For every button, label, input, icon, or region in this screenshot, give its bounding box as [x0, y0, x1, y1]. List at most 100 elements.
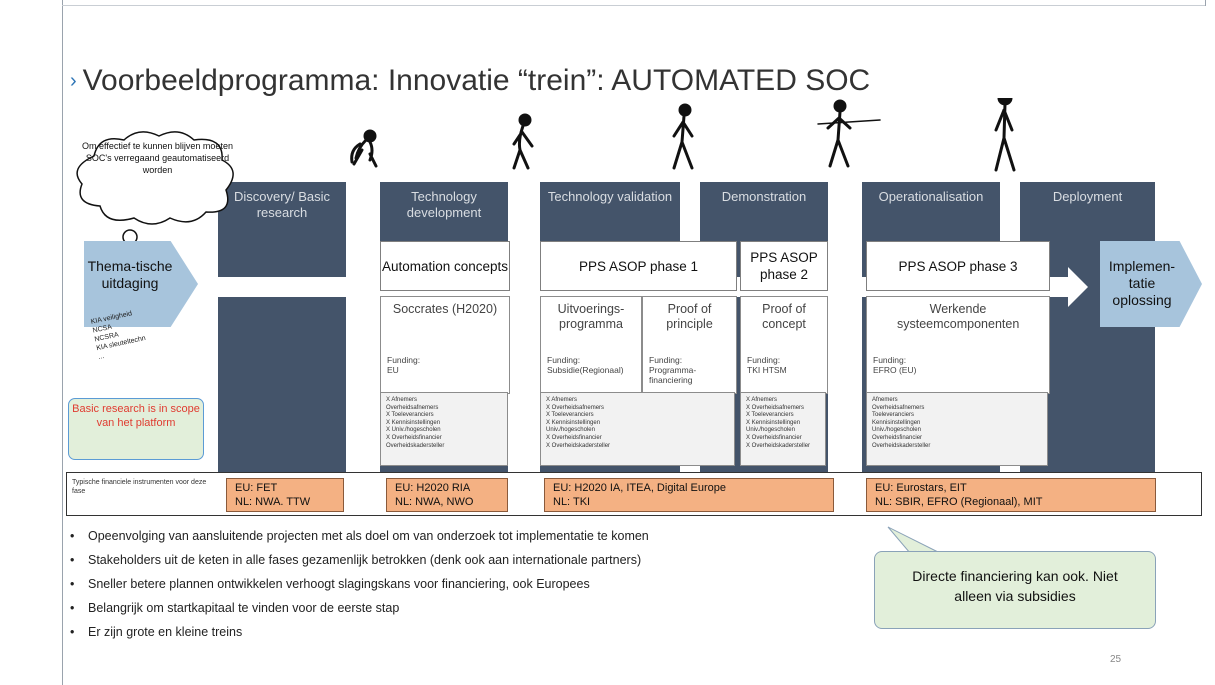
header-phase1: PPS ASOP phase 1	[540, 241, 737, 291]
bullet-item: Stakeholders uit de keten in alle fases …	[70, 551, 649, 575]
stakeholder-item: X Afnemers	[546, 397, 578, 403]
instrument-line: NL: TKI	[553, 496, 591, 508]
stage-discovery-label: Discovery/ Basic research	[233, 189, 331, 220]
stakeholder-item: X Overheidsafnemers	[546, 404, 605, 411]
header-automation-text: Automation concepts	[381, 258, 509, 274]
project-funding: Funding: EFRO (EU)	[873, 355, 917, 375]
stakeholder-item: Univ./hogescholen	[546, 427, 595, 434]
stage-oper-label: Operationalisation	[878, 189, 984, 204]
stakeholder-item: X Overheidskadersteller	[746, 442, 811, 449]
instrument-line: NL: SBIR, EFRO (Regionaal), MIT	[875, 496, 1043, 508]
bullet-item: Belangrijk om startkapitaal te vinden vo…	[70, 599, 649, 623]
spear-human-figure-icon	[817, 99, 881, 168]
implementation-label: Implemen-tatie oplossing	[1108, 258, 1176, 308]
project-title: Soccrates (H2020)	[392, 302, 498, 316]
instruments-label: Typische financiele instrumenten voor de…	[72, 479, 207, 495]
stakeholder-item: X Overheidsfinancier	[386, 434, 442, 441]
stakeholders-phase3: Afnemers Overheidsafnemers Toeleverancie…	[866, 392, 1048, 466]
stage-discovery-lower	[218, 297, 346, 472]
basic-research-note: Basic research is in scope van het platf…	[68, 398, 204, 460]
stakeholders-phase2: X Afnemers X Overheidsafnemers X Toeleve…	[740, 392, 826, 466]
stakeholder-item: X Overheidsfinancier	[746, 434, 802, 441]
project-werkende: Werkende systeemcomponenten Funding: EFR…	[866, 296, 1050, 394]
stakeholders-techdev: X Afnemers Overheidsafnemers X Toelevera…	[380, 392, 508, 466]
modern-human-figure-icon	[994, 98, 1016, 172]
header-automation: Automation concepts	[380, 241, 510, 291]
stakeholder-item: X Kennisinstellingen	[546, 419, 601, 426]
stakeholder-item: X Univ./hogescholen	[386, 427, 441, 434]
stakeholder-item: Toeleveranciers	[872, 412, 915, 419]
stakeholder-item: X Afnemers	[386, 397, 418, 403]
project-funding: Funding: TKI HTSM	[747, 355, 787, 375]
instrument-line: NL: NWA, NWO	[395, 496, 474, 508]
project-funding: Funding: Subsidie(Regionaal)	[547, 355, 624, 375]
instrument-discovery: EU: FET NL: NWA. TTW	[226, 478, 344, 512]
implementation-arrow	[1100, 241, 1202, 327]
project-proof-concept: Proof of concept Funding: TKI HTSM	[740, 296, 828, 394]
page-number: 25	[1110, 654, 1122, 665]
instrument-line: EU: H2020 RIA	[395, 482, 471, 494]
instrument-line: EU: Eurostars, EIT	[875, 482, 967, 494]
header-phase2-text: PPS ASOP phase 2	[750, 250, 818, 282]
evolution-figures	[350, 98, 1016, 172]
stakeholder-item: X Overheidsafnemers	[746, 404, 805, 411]
stakeholder-item: X Toeleveranciers	[546, 412, 594, 419]
project-soccrates: Soccrates (H2020) Funding: EU	[380, 296, 510, 394]
instrument-line: EU: FET	[235, 482, 278, 494]
stakeholder-item: X Afnemers	[746, 397, 778, 403]
stakeholder-item: X Overheidskadersteller	[546, 442, 611, 449]
stage-techval-label: Technology validation	[547, 189, 673, 204]
bullet-list: Opeenvolging van aansluitende projecten …	[70, 527, 649, 647]
slide-corner-mark	[1205, 0, 1206, 6]
thematic-challenge-arrow	[84, 241, 198, 327]
stakeholder-item: Univ./hogescholen	[872, 427, 921, 434]
flow-arrow-icon	[1050, 267, 1088, 307]
instrument-line: NL: NWA. TTW	[235, 496, 311, 508]
slide-left-border	[62, 0, 63, 685]
stakeholder-item: X Toeleveranciers	[746, 412, 794, 419]
project-title: Werkende systeemcomponenten	[897, 302, 1020, 331]
project-proof-principle: Proof of principle Funding: Programma-fi…	[642, 296, 737, 394]
instrument-operational: EU: Eurostars, EIT NL: SBIR, EFRO (Region…	[866, 478, 1156, 512]
stakeholder-item: X Kennisinstellingen	[386, 419, 441, 426]
thematic-challenge-label: Thema-tische uitdaging	[87, 258, 173, 291]
stage-techdev-label: Technology development	[406, 189, 482, 220]
instrument-techdev: EU: H2020 RIA NL: NWA, NWO	[386, 478, 508, 512]
slide-title-text: Voorbeeldprogramma: Innovatie “trein”: A…	[82, 64, 871, 97]
stage-discovery: Discovery/ Basic research	[218, 182, 346, 277]
kia-list: KIA veiligheid NCSA NCSRA KIA sleuteltec…	[90, 308, 148, 362]
financing-callout: Directe financiering kan ook. Niet allee…	[874, 551, 1156, 629]
financing-callout-text: Directe financiering kan ook. Niet allee…	[912, 568, 1118, 604]
project-title: Uitvoerings-programma	[557, 302, 625, 331]
project-title: Proof of principle	[666, 302, 713, 331]
bullet-item: Er zijn grote en kleine treins	[70, 623, 649, 647]
project-uitvoering: Uitvoerings-programma Funding: Subsidie(…	[540, 296, 642, 394]
stakeholder-item: X Overheidsfinancier	[546, 434, 602, 441]
stakeholder-item: Overheidskadersteller	[386, 442, 445, 449]
stakeholders-phase1: X Afnemers X Overheidsafnemers X Toeleve…	[540, 392, 735, 466]
project-funding: Funding: EU	[387, 355, 421, 375]
header-phase1-text: PPS ASOP phase 1	[578, 258, 699, 274]
early-human-figure-icon	[512, 113, 534, 170]
stage-deploy-label: Deployment	[1052, 189, 1123, 204]
project-funding: Funding: Programma-financiering	[649, 355, 697, 385]
slide-top-border	[62, 5, 1205, 6]
stakeholder-item: Afnemers	[872, 397, 898, 403]
instrument-line: EU: H2020 IA, ITEA, Digital Europe	[553, 482, 727, 494]
title-bullet-icon: ›	[70, 70, 77, 92]
header-phase3: PPS ASOP phase 3	[866, 241, 1050, 291]
cloud-text: Om effectief te kunnen blijven moeten SO…	[82, 141, 233, 175]
stakeholder-item: Overheidsafnemers	[386, 404, 439, 411]
stakeholder-item: X Toeleveranciers	[386, 412, 434, 419]
ape-figure-icon	[350, 129, 378, 168]
bullet-item: Opeenvolging van aansluitende projecten …	[70, 527, 649, 551]
stakeholder-item: Overheidsafnemers	[872, 404, 925, 411]
stakeholder-item: Overheidskadersteller	[872, 442, 931, 449]
walking-human-figure-icon	[672, 103, 694, 170]
stakeholder-item: Univ./hogescholen	[746, 427, 795, 434]
header-phase3-text: PPS ASOP phase 3	[898, 258, 1018, 274]
project-title: Proof of concept	[762, 302, 806, 331]
bullet-item: Sneller betere plannen ontwikkelen verho…	[70, 575, 649, 599]
header-phase2: PPS ASOP phase 2	[740, 241, 828, 291]
